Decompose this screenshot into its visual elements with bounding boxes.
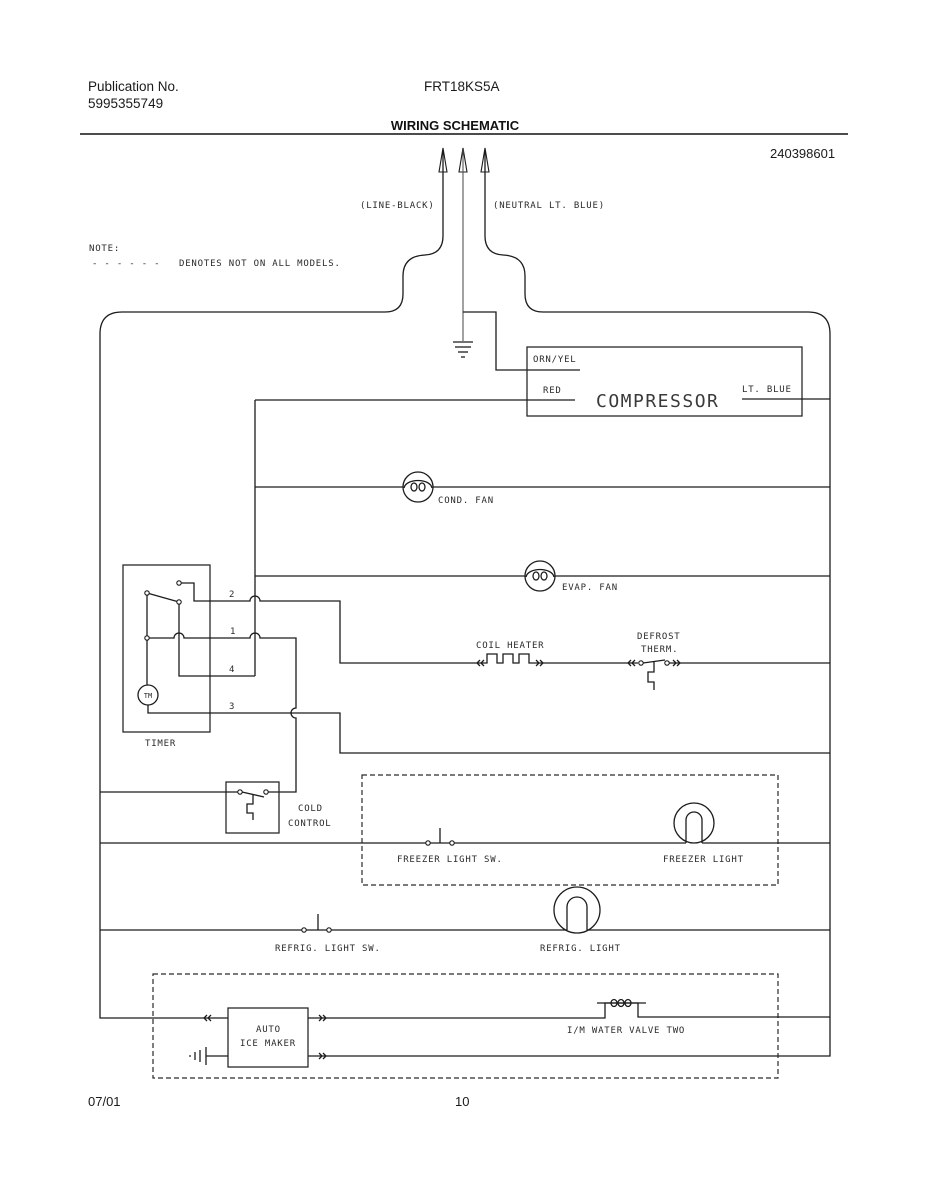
refrig-light-switch-label: REFRIG. LIGHT SW.: [275, 944, 381, 954]
timer-motor-label: TM: [144, 692, 152, 700]
supply-arrows: [438, 147, 490, 173]
freezer-light-label: FREEZER LIGHT: [663, 855, 744, 865]
timer-terminal-4: 4: [229, 665, 235, 675]
wire-orn-yel: [463, 311, 580, 371]
defrost-therm-label-line2: THERM.: [641, 645, 678, 655]
wire-ice-maker-valve: [308, 1002, 830, 1019]
cold-control-label-line1: COLD: [298, 804, 323, 814]
freezer-optional-box: [361, 774, 779, 886]
evap-fan-motor-icon: [524, 560, 556, 592]
footer-date: 07/01: [88, 1094, 121, 1109]
note-label: NOTE:: [89, 244, 120, 254]
coil-heater-label: COIL HEATER: [476, 641, 544, 651]
model-number: FRT18KS5A: [424, 79, 500, 94]
line-black-label: (LINE-BLACK): [360, 201, 435, 211]
water-valve-label: I/M WATER VALVE TWO: [567, 1026, 685, 1036]
compressor-red-wire-label: RED: [543, 386, 562, 396]
publication-number: 5995355749: [88, 96, 163, 111]
timer-contacts: [144, 580, 182, 641]
page-number: 10: [455, 1094, 469, 1109]
ice-maker-label-line1: AUTO: [256, 1025, 281, 1035]
ice-maker-ground-icon: [189, 1047, 228, 1065]
drawing-number: 240398601: [770, 146, 835, 161]
timer-terminal-3: 3: [229, 702, 235, 712]
water-valve-solenoid-icon: [597, 998, 646, 1008]
freezer-light-switch-icon: [425, 828, 455, 846]
wire-timer-2: [181, 582, 483, 664]
compressor-ground-wire-label: ORN/YEL: [533, 355, 577, 365]
ice-maker-optional-box: [152, 973, 779, 1079]
cond-fan-motor-icon: [402, 471, 434, 503]
defrost-therm-label-line1: DEFROST: [637, 632, 681, 642]
compressor-label: COMPRESSOR: [596, 391, 719, 412]
freezer-light-switch-label: FREEZER LIGHT SW.: [397, 855, 503, 865]
wire-line-black: [99, 150, 444, 1019]
wire-timer-3: [147, 705, 830, 754]
note-text: DENOTES NOT ON ALL MODELS.: [179, 259, 341, 269]
coil-heater-icon: [476, 653, 544, 667]
timer-switch-lever: [146, 592, 180, 603]
compressor-box: [526, 346, 803, 417]
wire-timer-4: [178, 604, 255, 677]
refrig-light-label: REFRIG. LIGHT: [540, 944, 621, 954]
cond-fan-label: COND. FAN: [438, 496, 494, 506]
cold-control-box: [225, 781, 280, 834]
refrig-lamp-icon: [553, 886, 601, 934]
ice-maker-box: [227, 1007, 309, 1068]
defrost-thermostat-icon: [627, 659, 681, 690]
timer-motor-icon: TM: [137, 684, 159, 706]
freezer-lamp-icon: [673, 802, 715, 844]
evap-fan-label: EVAP. FAN: [562, 583, 618, 593]
publication-label: Publication No.: [88, 79, 179, 94]
note-legend-dashes: - - - - - -: [92, 259, 160, 269]
compressor-lt-blue-wire-label: LT. BLUE: [742, 385, 792, 395]
ice-maker-label-line2: ICE MAKER: [240, 1039, 296, 1049]
timer-label: TIMER: [145, 739, 176, 749]
cold-control-label-line2: CONTROL: [288, 819, 332, 829]
ground-icon: [453, 341, 473, 358]
refrig-light-switch-icon: [301, 914, 332, 933]
page-title: WIRING SCHEMATIC: [391, 118, 520, 133]
cold-control-switch-icon: [237, 789, 269, 820]
timer-terminal-1: 1: [230, 627, 236, 637]
timer-box: [122, 564, 211, 733]
timer-terminal-2: 2: [229, 590, 235, 600]
neutral-label: (NEUTRAL LT. BLUE): [493, 201, 605, 211]
wire-neutral: [308, 150, 831, 1057]
